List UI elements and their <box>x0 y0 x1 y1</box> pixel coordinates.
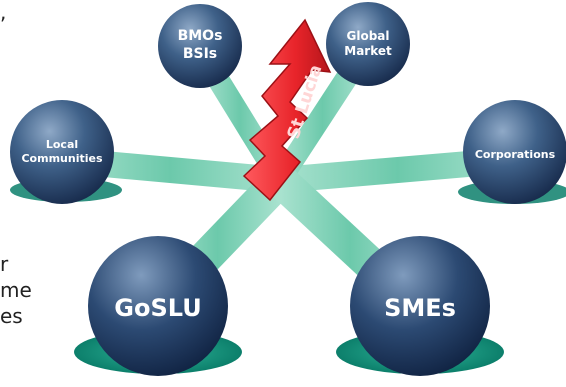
corporations-node <box>463 100 566 204</box>
local-label-line1: Local <box>46 138 78 151</box>
global-label-line1: Global <box>346 29 389 43</box>
local-node <box>10 100 114 204</box>
local-label-line2: Communities <box>21 152 102 165</box>
cropped-text-line4: es <box>0 304 23 328</box>
cropped-text-line1: , <box>0 0 7 24</box>
cropped-text-line3: me <box>0 278 32 302</box>
goslu-label: GoSLU <box>114 294 201 322</box>
bmos-label-line1: BMOs <box>178 28 223 44</box>
smes-node <box>350 236 490 376</box>
cropped-text-line2: r <box>0 252 9 276</box>
global-node <box>326 2 410 86</box>
corporations-label: Corporations <box>475 148 556 161</box>
bmos-label-line2: BSIs <box>183 46 217 62</box>
smes-label: SMEs <box>384 294 456 322</box>
goslu-node <box>88 236 228 376</box>
global-label-line2: Market <box>344 44 392 58</box>
bmos-node <box>158 4 242 88</box>
